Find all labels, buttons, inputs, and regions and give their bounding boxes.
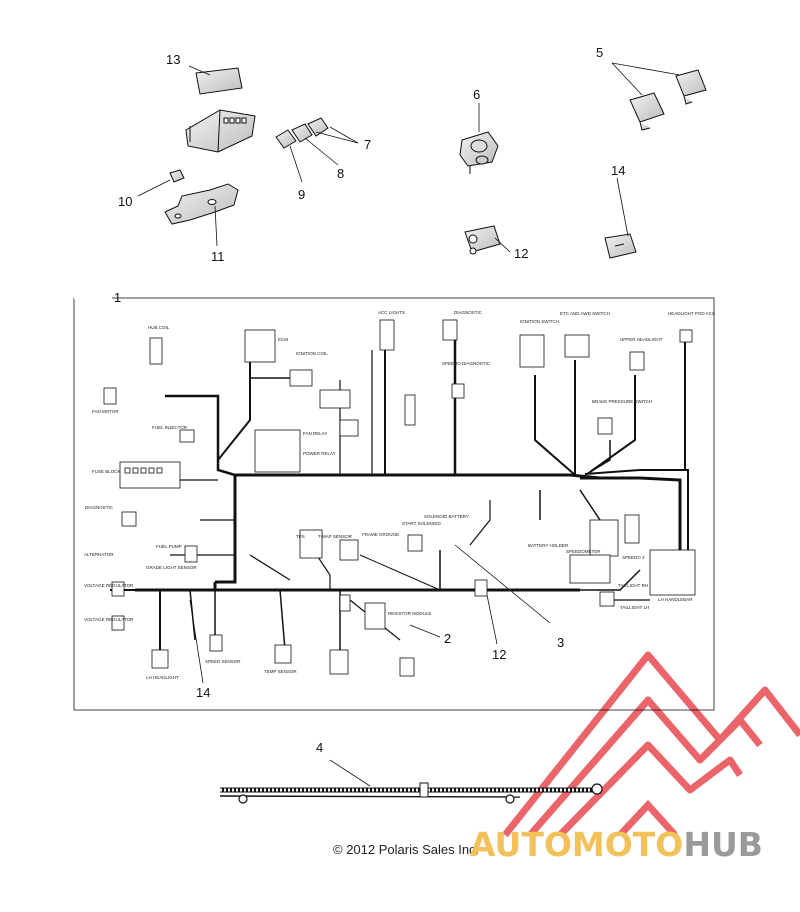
harness-frame — [73, 297, 715, 711]
fuse-box-part — [185, 67, 256, 153]
label-frame-ground: FRAME GROUND — [362, 532, 399, 537]
callout-2: 2 — [444, 631, 452, 646]
label-brake-switch: BRAKE PRESSURE SWITCH — [592, 399, 653, 404]
label-speed-sensor: SPEED SENSOR — [205, 659, 241, 664]
label-fuel-pump: FUEL PUMP — [156, 544, 182, 549]
harness-trunk — [110, 340, 689, 655]
callout-1: 1 — [114, 290, 122, 305]
label-battery-holder: BATTERY HOLDER — [528, 543, 569, 548]
label-diagnostic: DIAGNOSTIC — [85, 505, 114, 510]
battery-cable-part — [219, 782, 603, 804]
label-voltage-regulator-1: VOLTAGE REGULATOR — [84, 583, 134, 588]
watermark-part2: HUB — [683, 825, 763, 864]
label-power-relay: POWER RELAY — [303, 451, 336, 456]
connector-part — [459, 131, 499, 174]
label-headlight-pod: HEADLIGHT POD ACC — [668, 311, 716, 316]
label-diagnostic-top: DIAGNOSTIC — [454, 310, 483, 315]
callout-14-harness: 14 — [196, 685, 211, 700]
label-speedo-2: SPEEDO 2 — [622, 555, 645, 560]
callout-6: 6 — [473, 87, 481, 102]
label-lh-handlebar: LH HANDLEBAR — [658, 597, 693, 602]
label-grade-light-sensor: GRADE LIGHT SENSOR — [146, 565, 197, 570]
label-fan-relay: FAN RELAY — [303, 431, 328, 436]
small-relays-part — [275, 117, 329, 149]
callout-14-top: 14 — [611, 163, 626, 178]
callout-7: 7 — [364, 137, 372, 152]
label-temp-sensor: TEMP SENSOR — [264, 669, 297, 674]
callout-8: 8 — [337, 166, 345, 181]
label-fuel-injector: FUEL INJECTOR — [152, 425, 188, 430]
callout-13: 13 — [166, 52, 181, 67]
label-fuse-block: FUSE BLOCK — [92, 469, 121, 474]
label-lh-headlight: LH HEADLIGHT — [146, 675, 179, 680]
copyright-text: © 2012 Polaris Sales Inc. — [333, 842, 480, 857]
callout-5: 5 — [596, 45, 604, 60]
watermark-part1: AUTOMOTO — [470, 825, 684, 864]
label-etc-switch: ETC AND AWD SWITCH — [560, 311, 610, 316]
label-acc-lights: ACC LIGHTS — [378, 310, 406, 315]
label-speedometer: SPEEDOMETER — [566, 549, 601, 554]
label-hub-coil: HUB COIL — [148, 325, 170, 330]
watermark-text: AUTOMOTOHUB — [470, 828, 763, 861]
relays-part — [629, 69, 707, 131]
label-ignition-coil: IGNITION COIL — [296, 351, 328, 356]
callout-3: 3 — [557, 635, 565, 650]
label-ecm: ECM — [278, 337, 288, 342]
label-ignition-switch: IGNITION SWITCH — [520, 319, 559, 324]
label-resistor-module: RESISTOR MODULE — [388, 611, 432, 616]
label-tps: TPS — [296, 534, 305, 539]
label-taillight-lh: TAILLIGHT LH — [620, 605, 650, 610]
label-fan-motor: FAN MOTOR — [92, 409, 119, 414]
callout-10: 10 — [118, 194, 133, 209]
label-alternator: ALTERNATOR — [84, 552, 114, 557]
label-tmap-sensor: T-MAP SENSOR — [318, 534, 352, 539]
callout-12-harness: 12 — [492, 647, 507, 662]
label-taillight-rh: TAILLIGHT RH — [618, 583, 649, 588]
label-speedo-diagnostic: SPEEDO DIAGNOSTIC — [442, 361, 491, 366]
label-start-solenoid: START SOLENOID — [402, 521, 441, 526]
bracket-part — [164, 169, 239, 225]
label-voltage-regulator-2: VOLTAGE REGULATOR — [84, 617, 134, 622]
callout-4: 4 — [316, 740, 324, 755]
watermark-logo — [502, 651, 800, 838]
harness-connectors — [103, 319, 696, 677]
callout-9: 9 — [298, 187, 306, 202]
pigtail-part — [604, 233, 637, 259]
switch-part — [464, 225, 501, 255]
callout-11: 11 — [211, 249, 225, 264]
label-solenoid-battery: SOLENOID BATTERY — [424, 514, 469, 519]
label-upper-headlight: UPPER HEADLIGHT — [620, 337, 663, 342]
callout-12-top: 12 — [514, 246, 529, 261]
